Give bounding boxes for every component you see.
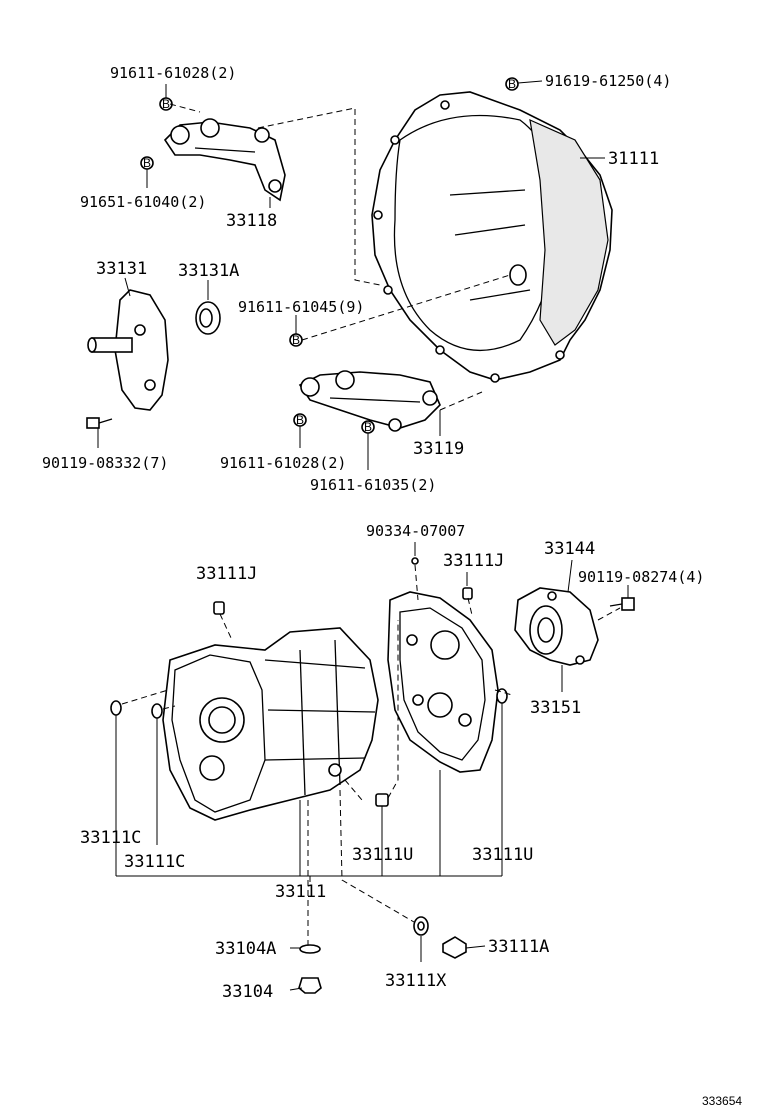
label-91611-61028-top: 91611-61028(2) (110, 64, 236, 82)
label-90119-08274: 90119-08274(4) (578, 568, 704, 586)
extension-housing-33144 (514, 587, 599, 666)
bolt-90119-08332 (86, 417, 113, 429)
svg-text:B: B (508, 77, 516, 91)
dowel-pins (110, 557, 508, 807)
label-33111A: 33111A (488, 937, 549, 957)
label-91611-61028-bottom: 91611-61028(2) (220, 454, 346, 472)
svg-text:B: B (292, 333, 300, 347)
bell-housing-31111 (371, 91, 613, 383)
label-33119: 33119 (413, 439, 464, 459)
leader-lines (97, 80, 629, 991)
intermediate-plate (387, 591, 499, 773)
label-33111C-a: 33111C (80, 828, 141, 848)
label-33131A: 33131A (178, 261, 239, 281)
bolt-90119-08274 (609, 597, 635, 611)
bolt-markers: B B B B B B (140, 77, 519, 434)
svg-text:B: B (364, 420, 372, 434)
label-33104: 33104 (222, 982, 273, 1002)
label-33151: 33151 (530, 698, 581, 718)
label-31111: 31111 (608, 149, 659, 169)
label-91651-61040: 91651-61040(2) (80, 193, 206, 211)
label-91611-61045: 91611-61045(9) (238, 298, 364, 316)
label-33111J-right: 33111J (443, 551, 504, 571)
label-33111J-left: 33111J (196, 564, 257, 584)
svg-text:B: B (143, 156, 151, 170)
label-33144: 33144 (544, 539, 595, 559)
bracket-33118 (163, 118, 286, 202)
reference-number: 333654 (702, 1094, 742, 1108)
label-91619-61250: 91619-61250(4) (545, 72, 671, 90)
label-90119-08332: 90119-08332(7) (42, 454, 168, 472)
transmission-case-33111 (162, 627, 379, 821)
label-33111U-a: 33111U (352, 845, 413, 865)
label-33111: 33111 (275, 882, 326, 902)
label-33111C-b: 33111C (124, 852, 185, 872)
label-33111X: 33111X (385, 971, 447, 991)
label-33131: 33131 (96, 259, 147, 279)
label-91611-61035: 91611-61035(2) (310, 476, 436, 494)
assembly-lines (121, 103, 621, 945)
bracket-33119 (298, 370, 441, 432)
bearing-retainer-33131 (87, 289, 169, 411)
label-90334-07007: 90334-07007 (366, 522, 465, 540)
svg-text:B: B (296, 413, 304, 427)
label-33111U-b: 33111U (472, 845, 533, 865)
svg-text:B: B (162, 97, 170, 111)
label-33118: 33118 (226, 211, 277, 231)
part-labels: 91611-61028(2) 91619-61250(4) 31111 9165… (42, 64, 742, 1108)
oil-seal-33131A (195, 301, 221, 335)
label-33104A: 33104A (215, 939, 276, 959)
